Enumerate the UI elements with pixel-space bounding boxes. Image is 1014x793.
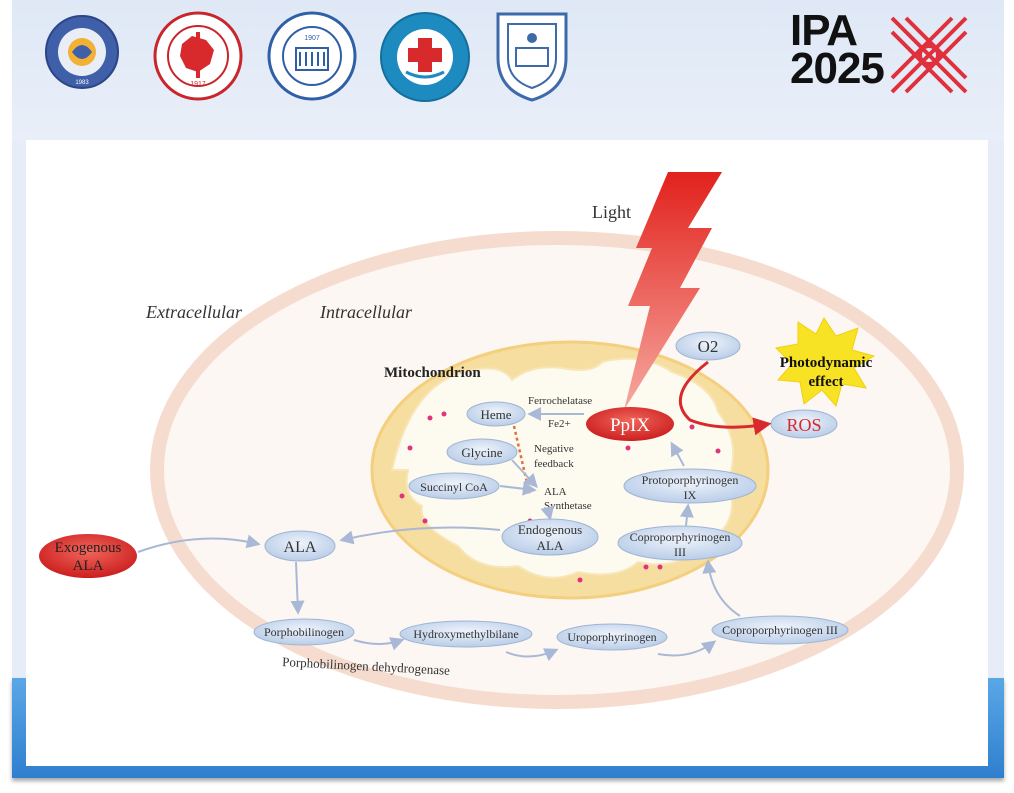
mitochondrion-granules [399,411,721,583]
exogenous-ala-node [39,534,137,578]
extracellular-label: Extracellular [145,302,243,322]
glycine-label: Glycine [461,445,502,460]
uro-to-copro-arrow [657,640,717,657]
fe2-label: Fe2+ [548,418,571,430]
coproporphyrinogen-inner-label-2: III [674,545,686,559]
protoporphyrinogen-ix-node [623,468,757,504]
ferrochelatase-label: Ferrochelatase [528,395,592,407]
right-margin-band [988,140,1004,680]
glycine-node [446,438,518,466]
negative-feedback-label-1: Negative [534,443,574,455]
ala-synthetase-label-1: ALA [544,486,567,498]
endogenous-ala-label-2: ALA [537,538,564,553]
light-bolt-icon [624,172,722,410]
o2-node [675,331,741,361]
svg-text:1907: 1907 [304,35,320,42]
hydroxymethylbilane-node [399,620,533,648]
mitochondrion-label: Mitochondrion [384,365,481,381]
exogenous-ala-label-1: Exogenous [55,540,122,556]
brand-line-1: IPA [790,6,858,55]
uroporphyrinogen-node [556,623,668,651]
o2-label: O2 [698,337,719,356]
tongji-university-logo: 1907 [267,11,357,101]
left-margin-band [12,140,26,680]
svg-text:1917: 1917 [190,81,206,88]
ipa-star-emblem [890,16,968,94]
protoporphyrinogen-label-1: Protoporphyrinogen [642,473,739,487]
pbg-to-hmb-arrow [353,637,405,651]
skin-disease-hospital-logo [380,12,470,102]
exogenous-ala-label-2: ALA [73,558,104,574]
hmb-to-uro-arrow [505,648,559,662]
svg-text:1983: 1983 [75,80,89,86]
heme-label: Heme [480,407,511,422]
rehab-association-logo: 1983 [45,15,119,89]
shanghai-medical-association-logo: 1917 [153,11,243,101]
proto-to-ppix-arrow [670,441,685,467]
light-label: Light [592,202,631,222]
ala-node [264,530,336,562]
ala-synthetase-label-2: Synthetase [544,500,592,512]
uroporphyrinogen-label: Uroporphyrinogen [567,630,656,644]
glycine-arrow [511,459,538,489]
endogenous-to-ala-arrow [339,526,501,545]
succinyl-arrow [499,481,537,496]
ipa-2025-brand: IPA 2025 [790,6,885,93]
tongji-medical-shield-logo [496,12,568,102]
coproporphyrinogen-outer-node [711,615,849,645]
copro-outer-to-inner-arrow [702,559,741,617]
coproporphyrinogen-inner-node [617,525,743,561]
synthetase-to-ala-arrow [540,505,555,521]
ala-to-porphobilinogen-arrow [290,561,305,615]
o2-to-ros-arrow [678,360,772,436]
ala-label: ALA [284,539,317,556]
negative-feedback-label-2: feedback [534,458,574,470]
photodynamic-label-1: Photodynamic [780,355,873,371]
endogenous-ala-label-1: Endogenous [518,522,582,537]
succinyl-coa-node [408,472,500,500]
photodynamic-burst-icon [774,317,876,408]
coproporphyrinogen-outer-label: Coproporphyrinogen III [722,623,838,637]
exogenous-to-ala-arrow [137,534,261,553]
coproporphyrinogen-inner-label-1: Coproporphyrinogen [630,530,731,544]
succinyl-coa-label: Succinyl CoA [420,480,488,494]
ppix-node [586,407,674,441]
ppix-label: PpIX [610,415,650,436]
heme-node [466,401,526,427]
porphobilinogen-node [253,618,355,646]
protoporphyrinogen-label-2: IX [684,488,697,502]
intracellular-label: Intracellular [319,302,413,322]
porphobilinogen-label: Porphobilinogen [264,625,344,639]
brand-line-2: 2025 [790,44,885,93]
copro-to-proto-arrow [679,503,694,527]
ros-label: ROS [786,415,821,435]
hydroxymethylbilane-label: Hydroxymethylbilane [413,627,518,641]
photodynamic-label-2: effect [809,374,844,390]
